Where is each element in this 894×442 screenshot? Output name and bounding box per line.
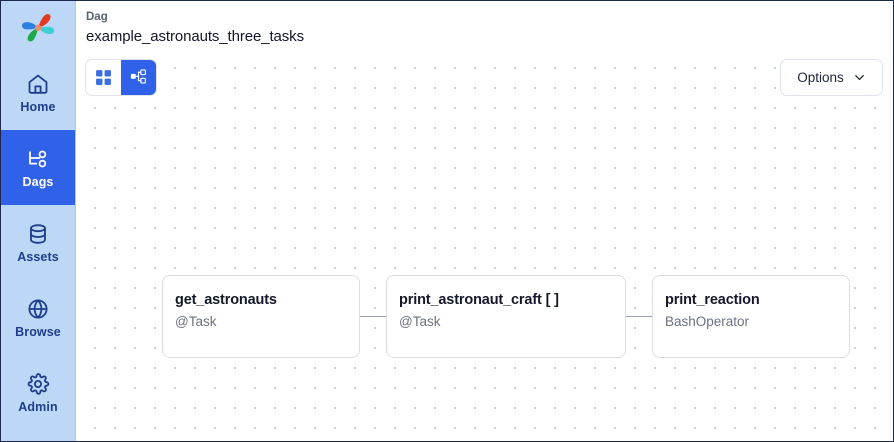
graph-canvas[interactable]: get_astronauts @Task print_astronaut_cra… xyxy=(76,55,893,441)
sidebar-item-browse[interactable]: Browse xyxy=(1,280,75,355)
task-node-title: get_astronauts xyxy=(175,292,277,308)
airflow-pinwheel-logo-icon xyxy=(22,14,55,42)
task-node-print-reaction[interactable]: print_reaction BashOperator xyxy=(652,275,850,358)
page-header: Dag example_astronauts_three_tasks xyxy=(76,1,893,49)
task-node-subtitle: @Task xyxy=(175,314,217,330)
sidebar-item-label: Admin xyxy=(18,399,58,414)
edge-get-astronauts-to-print-astronaut-craft xyxy=(360,316,391,317)
gear-icon xyxy=(27,372,50,395)
task-node-title: print_reaction xyxy=(665,292,760,308)
grid-view-button[interactable] xyxy=(86,60,121,95)
task-node-subtitle: @Task xyxy=(399,314,441,330)
task-node-print-astronaut-craft[interactable]: print_astronaut_craft [ ] @Task xyxy=(386,275,626,367)
task-node-title: print_astronaut_craft [ ] xyxy=(399,292,559,308)
task-node-get-astronauts[interactable]: get_astronauts @Task xyxy=(162,275,360,358)
graph-view-button[interactable] xyxy=(121,60,156,95)
graph-icon xyxy=(130,69,146,84)
main-content: Dag example_astronauts_three_tasks get_a… xyxy=(76,1,893,441)
view-toggle-group xyxy=(85,59,157,96)
breadcrumb: Dag xyxy=(86,11,108,23)
sidebar-item-assets[interactable]: Assets xyxy=(1,205,75,280)
sidebar: Home Dags Assets xyxy=(1,1,76,441)
edge-print-astronaut-craft-to-print-reaction xyxy=(626,316,652,317)
sidebar-item-label: Assets xyxy=(17,249,59,264)
task-node-subtitle: BashOperator xyxy=(665,314,750,330)
sidebar-item-label: Home xyxy=(20,99,56,114)
graph-toolbar: Options xyxy=(76,59,893,97)
sidebar-item-label: Browse xyxy=(15,324,61,339)
database-icon xyxy=(30,224,46,244)
sidebar-item-dags[interactable]: Dags xyxy=(1,130,75,205)
home-icon xyxy=(28,74,48,94)
globe-icon xyxy=(28,299,48,319)
sidebar-item-label: Dags xyxy=(22,174,54,189)
chevron-down-icon xyxy=(854,75,864,81)
sidebar-item-admin[interactable]: Admin xyxy=(1,355,75,430)
dag-graph-icon xyxy=(29,150,47,168)
sidebar-item-home[interactable]: Home xyxy=(1,55,75,130)
page-title: example_astronauts_three_tasks xyxy=(86,28,304,46)
options-button[interactable]: Options xyxy=(780,59,883,96)
options-button-label: Options xyxy=(797,70,844,85)
airflow-logo[interactable] xyxy=(1,1,75,55)
grid-icon xyxy=(96,70,111,85)
